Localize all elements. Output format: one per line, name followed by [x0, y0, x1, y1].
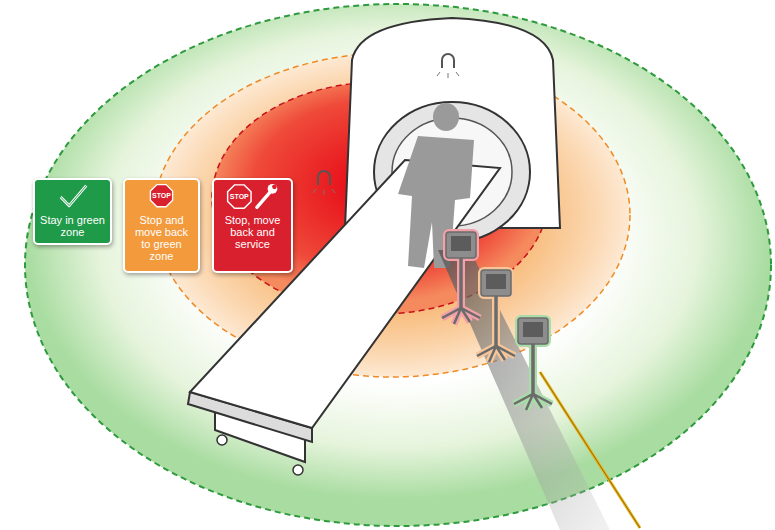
monitor-stand [514, 318, 552, 410]
stop-sign-text: STOP [152, 192, 172, 200]
zone-rule-box: Stop, move back and service [212, 178, 293, 273]
zone-rule-box: Stay in green zone [33, 178, 112, 245]
rule-text: Stop and move back to green zone [125, 214, 198, 262]
patient [398, 103, 474, 268]
path-shadow [438, 250, 610, 530]
rule-text: Stay in green zone [35, 214, 110, 238]
cable-edge [540, 372, 640, 528]
rule-icon [214, 180, 291, 214]
zones [25, 4, 771, 526]
green-zone [25, 4, 771, 526]
rule-icon [35, 180, 110, 214]
monitor-stand [477, 270, 515, 362]
monitor-stands [442, 232, 552, 410]
mri-scanner [188, 18, 560, 475]
stop-sign-text: STOP [229, 193, 249, 201]
monitor-stand [442, 232, 480, 324]
cable [540, 372, 640, 528]
rule-text: Stop, move back and service [214, 214, 291, 250]
